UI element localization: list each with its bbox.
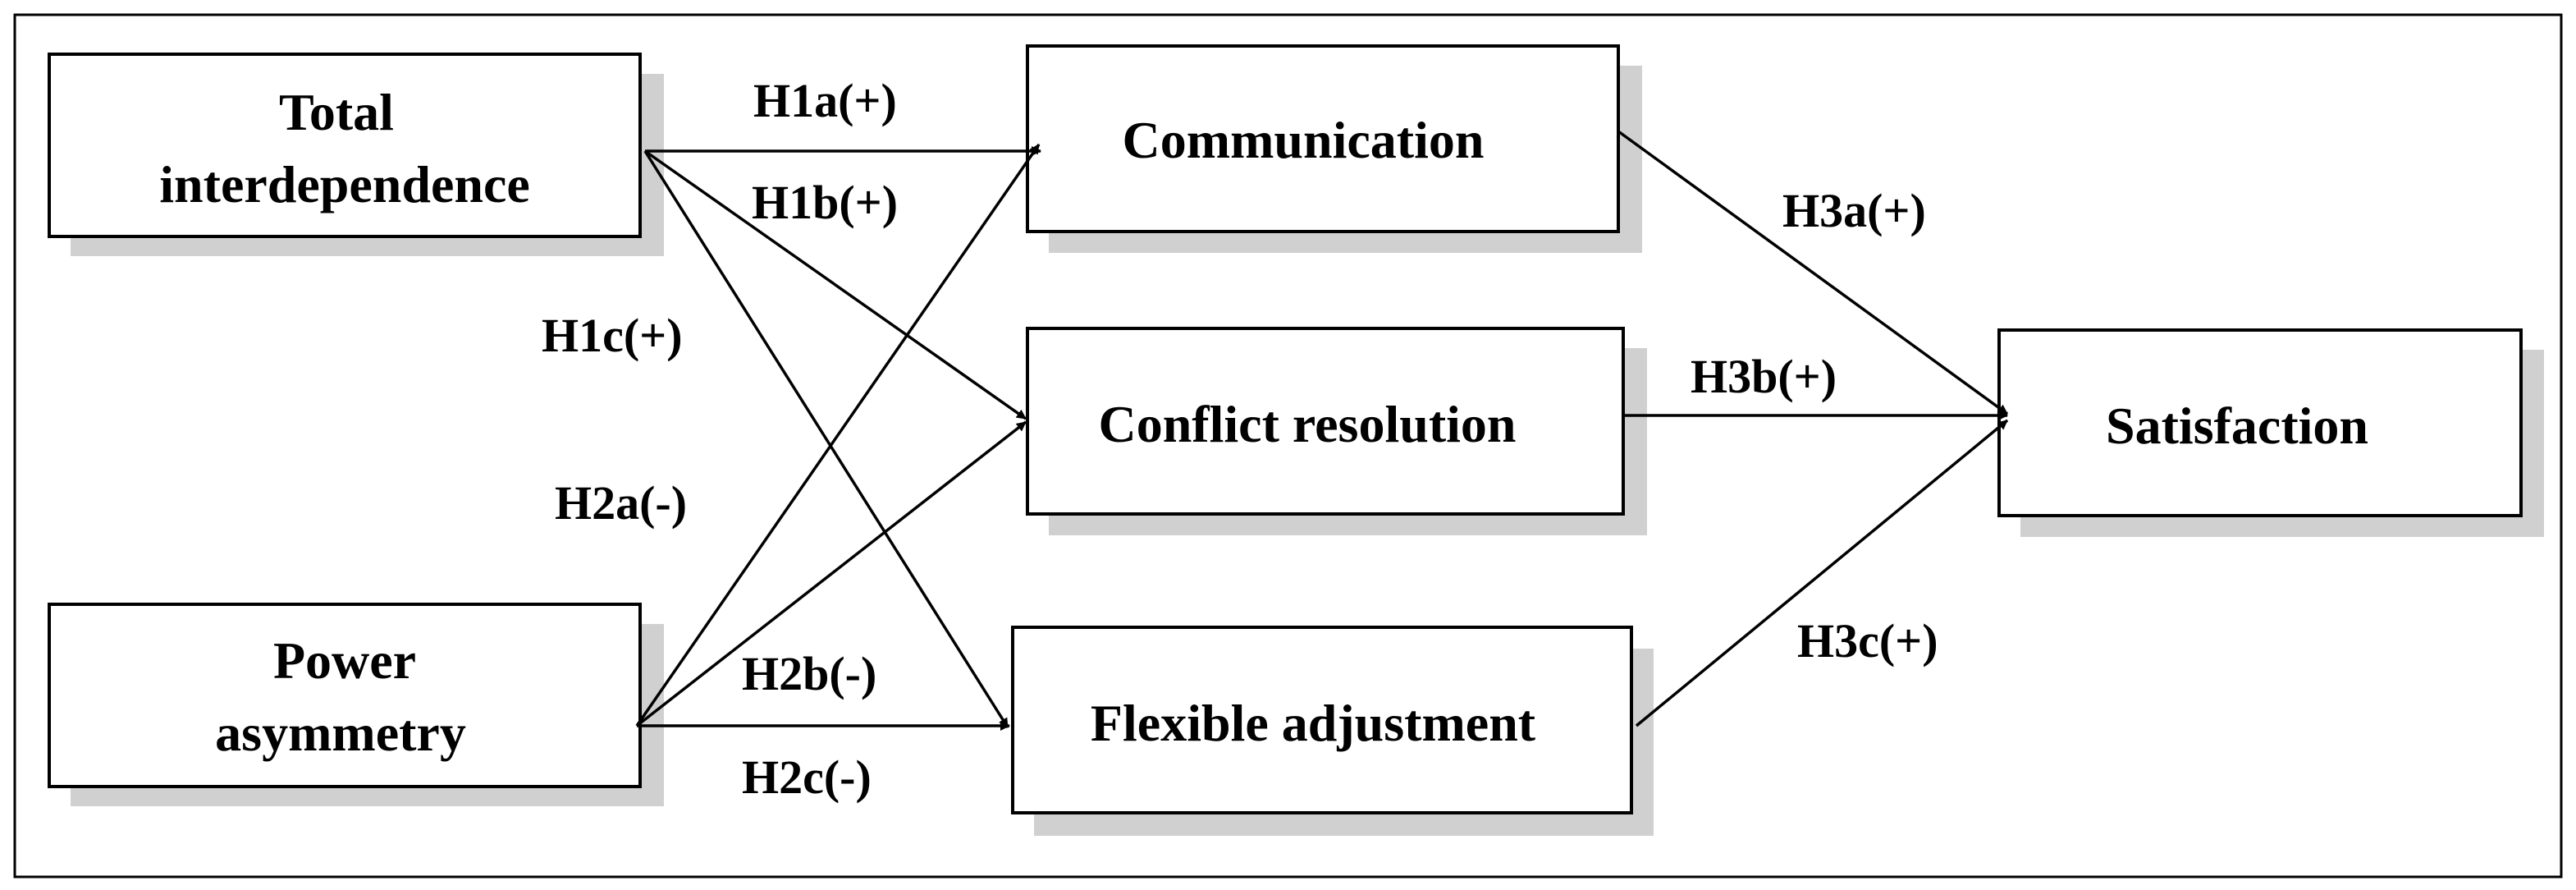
node-total-interdependence: Total interdependence xyxy=(48,53,664,256)
node-label-line1: Total xyxy=(279,83,394,141)
node-label-line1: Power xyxy=(273,631,416,690)
node-label: Communication xyxy=(1123,111,1485,169)
hypothesis-label-h3b: H3b(+) xyxy=(1691,350,1837,403)
node-label: Flexible adjustment xyxy=(1091,694,1536,752)
node-box xyxy=(1997,328,2523,517)
hypothesis-label-h2b: H2b(-) xyxy=(742,647,876,700)
arrow-h2b xyxy=(635,420,1027,727)
hypothesis-label-h1b: H1b(+) xyxy=(752,176,898,229)
arrow-h3c xyxy=(1635,419,2009,727)
hypothesis-label-h3c: H3c(+) xyxy=(1797,614,1938,668)
node-flexible-adjustment: Flexible adjustment xyxy=(1011,626,1654,836)
hypothesis-label-h1c: H1c(+) xyxy=(542,309,683,362)
node-box xyxy=(1026,44,1620,233)
node-power-asymmetry: Power asymmetry xyxy=(48,603,664,806)
hypothesis-label-h1a: H1a(+) xyxy=(753,74,897,127)
node-conflict-resolution: Conflict resolution xyxy=(1026,327,1647,535)
node-satisfaction: Satisfaction xyxy=(1997,328,2544,537)
hypothesis-label-h3a: H3a(+) xyxy=(1782,184,1926,237)
node-box xyxy=(1011,626,1633,814)
node-label-line2: interdependence xyxy=(159,155,530,213)
arrow-h2a xyxy=(635,144,1041,727)
node-communication: Communication xyxy=(1026,44,1642,253)
node-label: Satisfaction xyxy=(2106,397,2368,455)
arrow-h3a xyxy=(1617,130,2009,415)
node-box xyxy=(48,53,642,238)
arrow-h1c xyxy=(643,150,1009,728)
hypothesis-label-h2a: H2a(-) xyxy=(555,476,687,530)
node-box xyxy=(48,603,642,788)
hypothesis-label-h2c: H2c(-) xyxy=(742,750,872,804)
node-label: Conflict resolution xyxy=(1098,395,1516,453)
node-box xyxy=(1026,327,1625,516)
node-label-line2: asymmetry xyxy=(215,704,466,762)
arrow-h1b xyxy=(643,149,1027,420)
